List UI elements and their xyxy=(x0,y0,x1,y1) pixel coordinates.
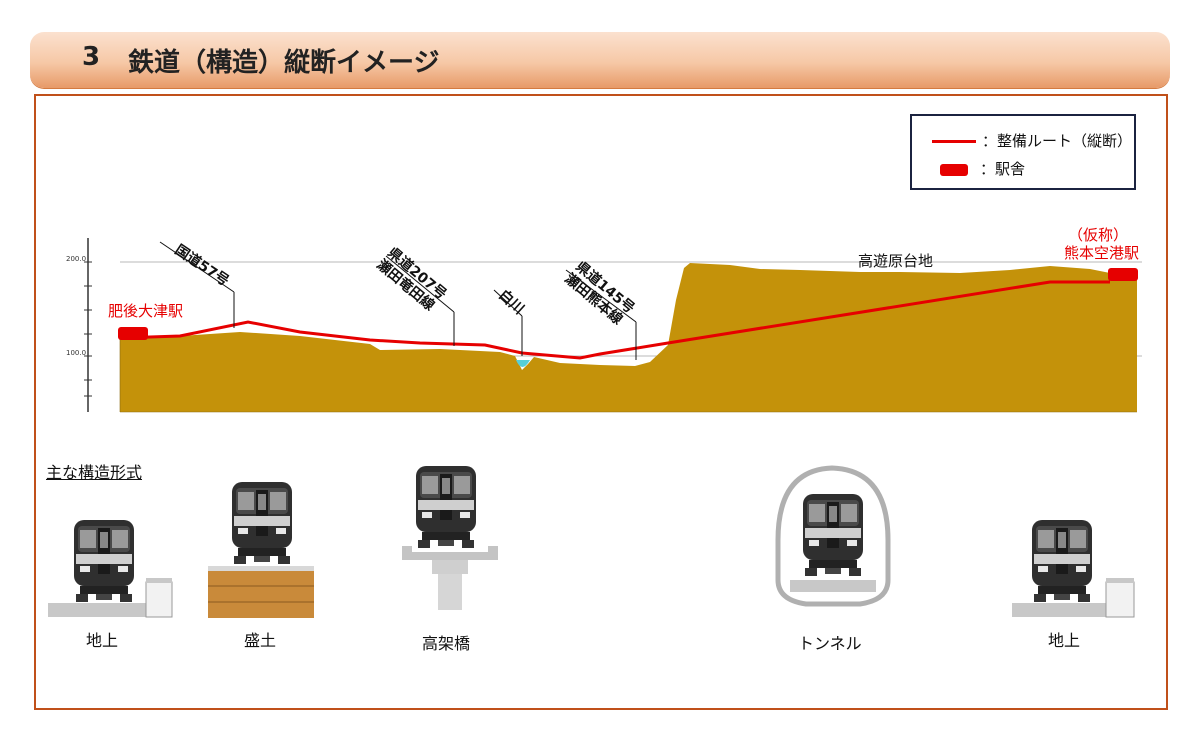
station-swatch xyxy=(940,163,968,176)
ground-terrain xyxy=(120,263,1137,412)
legend-station-row: ：駅舎 xyxy=(932,158,1025,179)
elevation-axis: 200.0 100.0 xyxy=(66,238,92,412)
callout-shirakawa: 白川 xyxy=(493,286,528,356)
legend-route-row: ：整備ルート（縦断） xyxy=(932,130,1132,151)
station-marker-start xyxy=(118,327,148,340)
section-header: 3 鉄道（構造）縦断イメージ xyxy=(30,32,1170,88)
river-icon xyxy=(516,360,530,367)
caption-tunnel: トンネル xyxy=(798,634,862,653)
plateau-label: 高遊原台地 xyxy=(858,252,933,270)
route-line-swatch xyxy=(932,140,976,143)
legend-route-label: ：整備ルート（縦断） xyxy=(982,132,1133,150)
structure-embankment xyxy=(208,482,314,618)
legend-station-label: ：駅舎 xyxy=(980,160,1026,178)
caption-at-grade-1: 地上 xyxy=(86,631,119,650)
callout-route57-label: 国道57号 xyxy=(172,241,232,289)
station-label-end-line1: （仮称） xyxy=(1068,226,1128,244)
caption-at-grade-2: 地上 xyxy=(1048,631,1081,650)
callout-shirakawa-label: 白川 xyxy=(495,286,527,317)
caption-embankment: 盛土 xyxy=(244,631,277,650)
section-number: 3 xyxy=(82,42,101,72)
callout-pref207: 県道207号 瀬田竜田線 xyxy=(373,244,455,346)
caption-viaduct: 高架橋 xyxy=(422,634,471,653)
structure-viaduct xyxy=(402,466,498,610)
station-marker-end xyxy=(1108,268,1138,281)
diagram-frame xyxy=(34,94,1168,710)
tick-label-200: 200.0 xyxy=(66,255,86,263)
tick-label-100: 100.0 xyxy=(66,349,86,357)
station-label-start: 肥後大津駅 xyxy=(108,302,183,320)
structure-at-grade-2 xyxy=(1012,520,1135,618)
station-label-end-line2: 熊本空港駅 xyxy=(1064,244,1139,262)
section-title: 鉄道（構造）縦断イメージ xyxy=(128,48,440,78)
structure-at-grade-1 xyxy=(48,520,173,618)
legend: ：整備ルート（縦断） ：駅舎 xyxy=(910,114,1136,190)
structure-tunnel xyxy=(775,465,891,607)
callout-pref145: 県道145号 瀬田熊本線 xyxy=(561,258,638,360)
route-line xyxy=(119,280,1110,360)
structure-section-title: 主な構造形式 xyxy=(46,463,143,482)
